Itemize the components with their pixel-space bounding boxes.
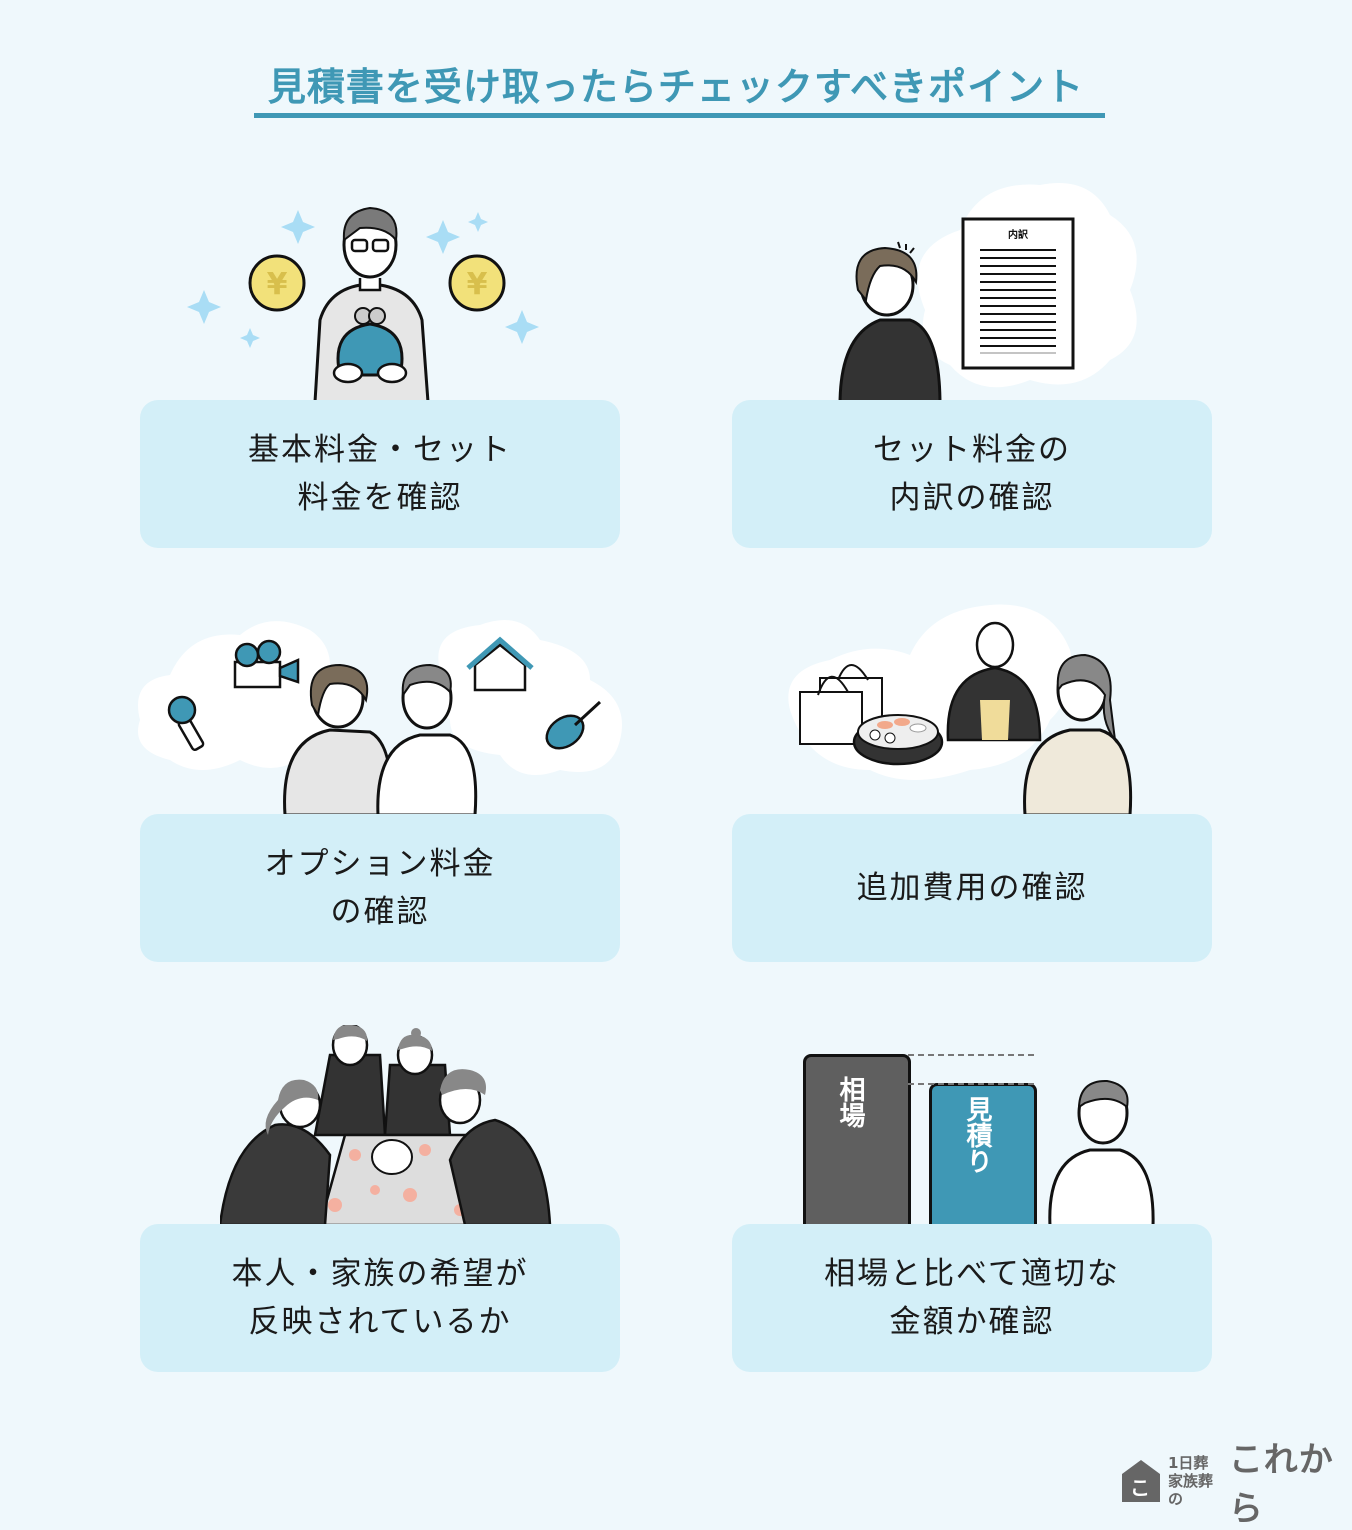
video-camera-icon: [233, 639, 300, 689]
yen-icon: ¥: [267, 267, 288, 302]
gift-bag-icon: [799, 664, 883, 745]
yen-icon: ¥: [467, 267, 488, 302]
point-card-option-fee: オプション料金 の確認: [140, 814, 620, 962]
price-comparison-bars-icon: 相場 見積り: [790, 1040, 1160, 1229]
point-card-set-fee-breakdown: セット料金の 内訳の確認: [732, 400, 1212, 548]
logo-line2: 家族葬の: [1168, 1472, 1214, 1508]
house-icon: [466, 636, 534, 692]
point-card-additional-cost: 追加費用の確認: [732, 814, 1212, 962]
woman-thinking-extra-costs-icon: [788, 604, 1133, 815]
point-card-base-set-fee: 基本料金・セット 料金を確認: [140, 400, 620, 548]
sushi-platter-icon: [852, 714, 944, 766]
point-card-label: 本人・家族の希望が 反映されているか: [231, 1256, 529, 1340]
house-logo-icon: こ: [1122, 1460, 1160, 1502]
page-title: 見積書を受け取ったらチェックすべきポイント: [267, 65, 1085, 109]
logo-line1: 1日葬: [1168, 1454, 1209, 1472]
man-with-coin-purse-icon: ¥ ¥: [187, 206, 539, 402]
point-card-label: オプション料金 の確認: [264, 846, 496, 930]
estimate-level-line: [908, 1083, 1034, 1085]
couple-thinking-options-icon: [138, 620, 622, 815]
family-around-coffin-icon: [220, 1025, 552, 1225]
microphone-icon: [167, 695, 205, 752]
title-underline: [254, 113, 1105, 118]
monk-icon: [946, 621, 1042, 742]
brand-logo: こ 1日葬 家族葬の これから: [1122, 1432, 1352, 1530]
man-thinking-icon: [1048, 1079, 1155, 1226]
estimate-bar: [929, 1083, 1037, 1229]
logo-brand: これから: [1228, 1440, 1334, 1529]
market-price-label: 相場: [835, 1076, 865, 1128]
point-card-label: セット料金の 内訳の確認: [873, 432, 1071, 516]
market-price-bar: [803, 1054, 911, 1229]
point-card-label: 追加費用の確認: [856, 870, 1088, 906]
point-card-family-wishes: 本人・家族の希望が 反映されているか: [140, 1224, 620, 1372]
estimate-label: 見積り: [962, 1096, 992, 1174]
woman-with-breakdown-document-icon: 内訳: [838, 183, 1137, 405]
point-card-market-comparison: 相場と比べて適切な 金額か確認: [732, 1224, 1212, 1372]
market-level-line: [908, 1054, 1034, 1056]
point-card-label: 相場と比べて適切な 金額か確認: [824, 1256, 1120, 1340]
point-card-label: 基本料金・セット 料金を確認: [248, 432, 512, 516]
document-heading: 内訳: [1008, 228, 1029, 241]
guitar-icon: [545, 700, 602, 750]
